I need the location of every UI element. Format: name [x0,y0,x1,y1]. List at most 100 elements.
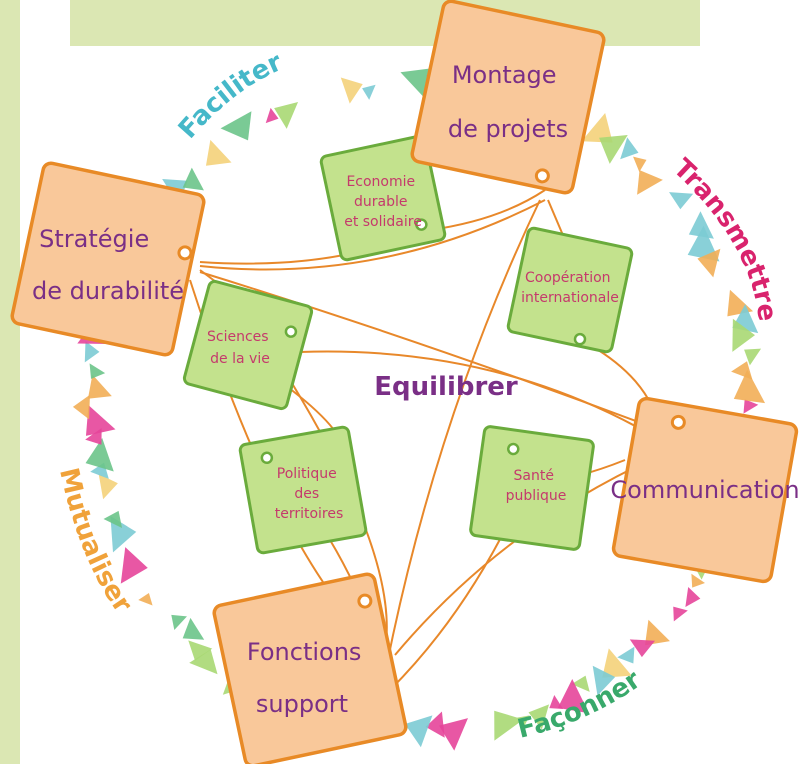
ring-triangle-shape [188,640,213,661]
subnode-economie-line2: durable [354,194,407,210]
left-strip [0,0,20,764]
ring-triangle-shape [599,135,628,164]
line-sciences-fonctions [289,379,388,651]
ring-triangle-shape [182,617,205,640]
node-montage[interactable]: Montage de projets [410,0,606,195]
ring-triangle-shape [645,619,670,646]
node-pin-icon [357,593,373,609]
subnode-sante-line1: Santé [514,468,554,484]
subnode-sciences-line2: de la vie [210,351,270,367]
line-montage-fonctions [379,199,541,701]
ring-triangle-shape [743,399,759,414]
node-pin-icon [534,168,550,184]
ring-triangle-shape [620,137,639,160]
subnode-politique[interactable]: Politique des territoires [238,425,368,555]
ring-triangle-shape [89,363,106,379]
arc-label-transmettre: Transmettre [667,153,782,323]
ring-triangle-shape [85,405,116,436]
ring-triangle-shape [637,170,663,195]
subnode-pin-icon [506,442,520,456]
line-sciences-communication [299,350,661,441]
ring-triangle-shape [98,474,118,500]
ring-triangle-shape [688,211,714,239]
ring-triangle-shape [673,606,688,622]
ring-triangle-shape [685,587,701,608]
ring-triangle-shape [85,438,114,472]
ring-triangle-shape [439,718,468,751]
ring-triangle-shape [549,694,564,710]
svg-text:Fonctions support: Fonctions support [247,638,369,718]
ring-triangle-shape [494,710,524,741]
ring-triangle-shape [205,139,232,166]
ring-triangle-shape [189,649,218,675]
ring-triangle-shape [182,167,204,191]
ring-triangle-shape [602,648,632,678]
subnode-pin-icon [260,451,274,465]
arc-label-faconner: Façonner [515,665,647,745]
subnode-sante[interactable]: Santé publique [469,425,595,551]
line-economie-montage [429,189,546,231]
ring-triangle-shape [103,510,123,528]
ring-triangle-shape [633,156,647,173]
center-label: Equilibrer [374,372,518,402]
ring-triangle-shape [528,704,550,730]
subnode-politique-line3: territoires [275,506,344,522]
node-montage-line1: Montage [452,61,557,89]
node-fonctions-line2: support [256,690,348,718]
ring-triangle-shape [617,646,635,664]
ring-triangle-shape [557,679,589,714]
subnode-economie-line1: Economie [346,174,415,190]
node-communication[interactable]: Communication [597,395,802,586]
svg-text:Stratégie de durabilité: Stratégie de durabilité [32,225,184,305]
subnode-politique-line1: Politique [277,466,337,482]
svg-text:Sciences de la vie: Sciences de la vie [207,329,273,367]
ring-triangle-shape [120,547,148,584]
ring-triangle-shape [691,573,705,588]
subnode-sante-line2: publique [506,488,567,504]
subnode-cooperation-line1: Coopération [525,270,611,286]
line-strategie-montage [199,199,546,271]
ring-triangle-shape [274,101,299,129]
line-sante-fonctions [389,519,511,691]
ring-triangle-shape [340,77,363,104]
node-communication-line1: Communication [610,476,799,504]
ring-triangle-shape [362,84,376,100]
ring-triangle-shape [138,593,153,606]
node-fonctions[interactable]: Fonctions support [212,572,408,764]
ring-triangle-shape [571,675,590,692]
ring-triangle-shape [744,348,762,366]
ring-triangle-shape [171,614,187,631]
subnode-pin-icon [415,218,428,231]
svg-text:Montage de projets: Montage de projets [448,61,568,143]
node-pin-icon [177,245,193,261]
ring-triangle-shape [629,639,656,658]
node-strategie[interactable]: Stratégie de durabilité [10,161,207,357]
ring-triangle-shape [425,711,445,738]
svg-text:Economie durable e: Economie durable et solidaire [344,174,422,230]
subnode-cooperation-line2: internationale [521,290,619,306]
subnode-cooperation[interactable]: Coopération internationale [506,226,634,354]
ring-triangle-shape [669,192,694,210]
node-strategie-line1: Stratégie [39,225,149,253]
ring-triangle-shape [87,374,112,399]
svg-text:Coopération internationa: Coopération internationale [521,270,619,306]
subnode-politique-line2: des [294,486,319,502]
ring-triangle-shape [265,107,279,124]
subnode-sciences[interactable]: Sciences de la vie [182,279,314,411]
ring-triangle-shape [732,318,755,352]
subnode-economie[interactable]: Economie durable et solidaire [319,134,447,262]
ring-triangle-shape [733,369,766,404]
node-pin-icon [670,414,686,430]
node-fonctions-line1: Fonctions [247,638,362,666]
subnode-pin-icon [573,332,587,346]
line-communication-fonctions [394,459,651,656]
subnode-economie-line3: et solidaire [344,214,422,230]
ring-triangle-shape [400,68,429,98]
ring-triangle-shape [404,715,433,748]
subnode-sciences-line1: Sciences [207,329,269,345]
ring-triangle-shape [84,341,100,363]
svg-text:Communication: Communication [610,476,799,504]
ring-triangle-shape [697,248,721,278]
ring-triangle-shape [72,394,90,420]
